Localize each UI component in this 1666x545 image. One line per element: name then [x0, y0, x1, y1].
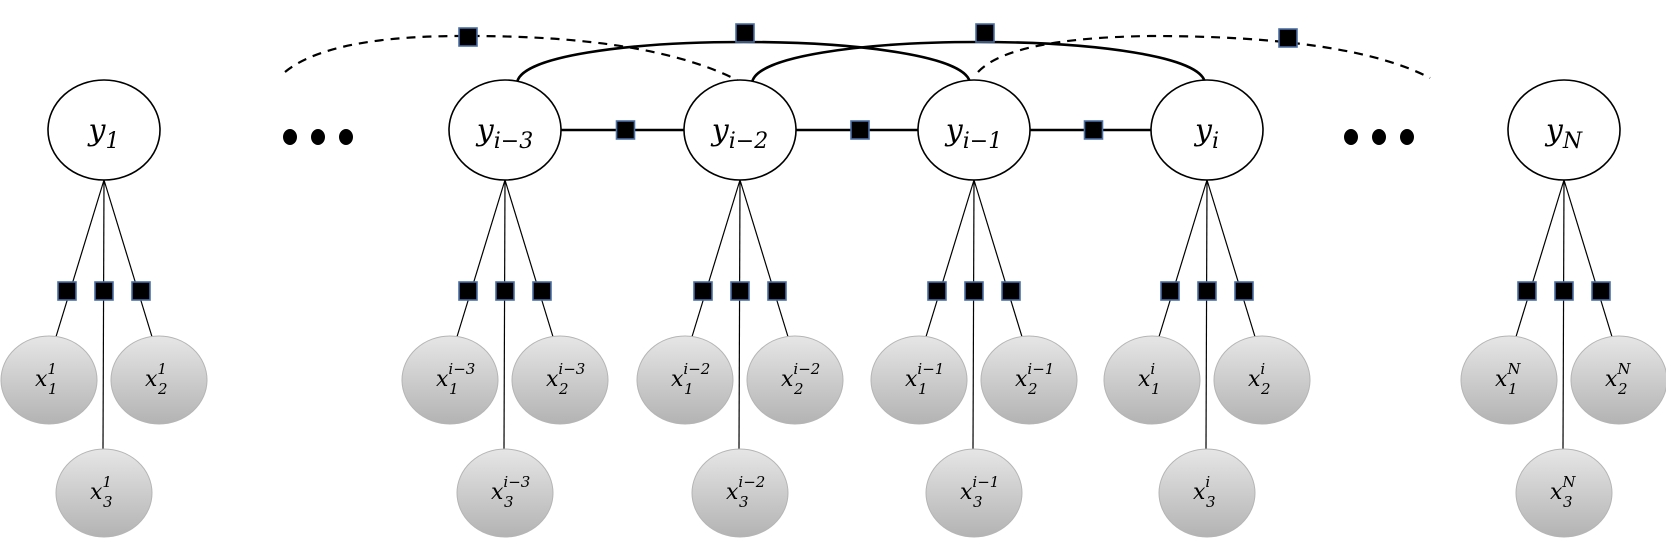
chain-factor-0 — [615, 120, 636, 140]
x-factor-yi-3-3 — [495, 281, 515, 301]
y-node-label: yi−2 — [710, 113, 768, 154]
y-node-yN: yN — [1507, 79, 1621, 181]
y-node-y1: y1 — [47, 79, 161, 181]
dashed-factor-left — [458, 27, 478, 47]
skip-factor-i3-i1 — [735, 23, 755, 43]
y-node-label: y1 — [87, 113, 120, 154]
x-factor-yi-1-3 — [964, 281, 984, 301]
x-factor-yN-3 — [1554, 281, 1574, 301]
y-node-yi-3: yi−3 — [448, 79, 562, 181]
y-node-yi: yi — [1150, 79, 1264, 181]
dashed-factor-right — [1278, 28, 1298, 48]
x-factor-y1-2 — [131, 281, 151, 301]
y-node-yi-1: yi−1 — [917, 79, 1031, 181]
x-factor-yi-3-1 — [458, 281, 478, 301]
x-factor-yi-1-2 — [1001, 281, 1021, 301]
right-ellipsis — [1344, 129, 1414, 145]
right-ellipsis-dot-2 — [1400, 129, 1414, 145]
left-ellipsis — [283, 129, 353, 145]
x-factor-yi-2-2 — [767, 281, 787, 301]
skip-factor-i2-i — [975, 23, 995, 43]
y-node-label: yi — [1193, 113, 1219, 154]
x-factor-yi-2 — [1234, 281, 1254, 301]
chain-factor-1 — [850, 120, 870, 140]
left-ellipsis-dot-2 — [339, 129, 353, 145]
x-factor-y1-3 — [94, 281, 114, 301]
y-node-label: yi−1 — [944, 113, 1002, 154]
left-ellipsis-dot-0 — [283, 129, 297, 145]
x-factor-yi-2-1 — [693, 281, 713, 301]
x-group-yi — [1157, 179, 1257, 450]
x-group-yN — [1514, 179, 1614, 450]
right-ellipsis-dot-0 — [1344, 129, 1358, 145]
right-ellipsis-dot-1 — [1372, 129, 1386, 145]
x-factor-yi-1 — [1160, 281, 1180, 301]
x-factor-yi-3-2 — [532, 281, 552, 301]
x-group-yi-1 — [924, 179, 1024, 450]
x-factor-yi-2-3 — [730, 281, 750, 301]
x-group-y1 — [54, 179, 154, 450]
y-node-yi-2: yi−2 — [683, 79, 797, 181]
x-factor-yi-3 — [1197, 281, 1217, 301]
skip-arc-i2-i — [750, 40, 1207, 85]
skip-arc-i3-i1 — [515, 40, 972, 85]
x-group-yi-2 — [690, 179, 790, 450]
chain-factor-2 — [1083, 120, 1104, 140]
x-factor-yN-2 — [1591, 281, 1611, 301]
dashed-arc-right — [977, 34, 1431, 79]
x-group-yi-3 — [455, 179, 555, 450]
x-factor-yN-1 — [1517, 281, 1537, 301]
dashed-arc-left — [284, 34, 738, 81]
x-factor-yi-1-1 — [927, 281, 947, 301]
left-ellipsis-dot-1 — [311, 129, 325, 145]
y-node-label: yN — [1544, 113, 1583, 154]
x-factor-y1-1 — [57, 281, 77, 301]
y-node-label: yi−3 — [475, 113, 533, 154]
